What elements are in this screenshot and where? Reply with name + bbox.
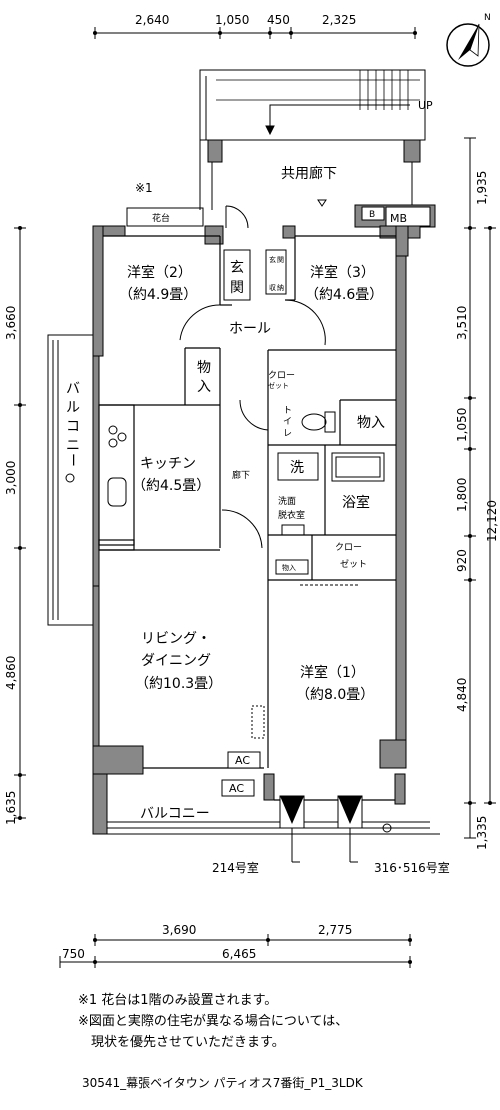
right-dim-7: 1,335	[475, 816, 489, 850]
common-corridor	[199, 69, 426, 210]
top-dim-3: 450	[267, 13, 290, 27]
exterior-walls	[92, 225, 421, 835]
right-dim-total: 12,120	[485, 500, 499, 542]
western-room-1-size: （約8.0畳）	[296, 687, 374, 703]
western-room-1-label: 洋室（1）	[300, 664, 365, 681]
entrance-label-a: 玄	[230, 259, 244, 276]
mb-label: MB	[390, 212, 407, 225]
washroom-label-b: 脱衣室	[278, 509, 305, 521]
kitchen-label: キッチン	[140, 456, 196, 472]
small-closet-label-a: クロー	[268, 370, 295, 381]
toilet-icon	[301, 411, 336, 433]
note-line-1: ※1 花台は1階のみ設置されます。	[78, 993, 278, 1008]
living-label-b: ダイニング	[141, 653, 211, 669]
bottom-dim-1: 3,690	[162, 923, 196, 937]
hall-label: ホール	[229, 321, 271, 337]
storage-1-label-a: 物	[197, 360, 211, 376]
left-dim-1: 3,660	[4, 306, 18, 340]
closet-label-a: クロー	[335, 542, 362, 553]
side-balcony-char-1: バ	[66, 381, 80, 397]
right-dimensions	[464, 137, 496, 839]
note-line-3: 現状を優先させていただきます。	[78, 1035, 285, 1050]
side-balcony-char-5: ー	[64, 453, 80, 467]
storage-1-label-b: 入	[197, 379, 211, 395]
side-balcony-char-4: ニ	[66, 438, 80, 454]
planter-label: 花台	[152, 212, 170, 224]
right-dim-6: 4,840	[455, 678, 469, 712]
left-dim-4: 1,635	[4, 791, 18, 825]
bottom-dimensions	[59, 934, 411, 968]
right-dim-4: 1,800	[455, 478, 469, 512]
bottom-balcony-label: バルコニー	[140, 806, 210, 822]
right-dim-2: 3,510	[455, 306, 469, 340]
unit-label-b: 316･516号室	[374, 860, 450, 875]
western-room-2-size: （約4.9畳）	[119, 287, 197, 303]
washroom-label-a: 洗面	[278, 495, 296, 507]
interior-walls	[98, 235, 396, 801]
left-dim-2: 3,000	[4, 461, 18, 495]
kitchen-size: （約4.5畳）	[132, 478, 210, 494]
western-room-3-size: （約4.6畳）	[305, 287, 383, 303]
bath-label: 浴室	[342, 494, 370, 511]
top-dim-2: 1,050	[215, 13, 249, 27]
top-dimensions	[94, 27, 416, 39]
sink-icon	[107, 477, 127, 507]
top-dim-4: 2,325	[322, 13, 356, 27]
shoe-storage-label-b: 関	[277, 256, 284, 264]
note-mark-1: ※1	[135, 181, 153, 195]
right-dim-1: 1,935	[475, 171, 489, 205]
shoe-storage-label-c: 収	[269, 284, 276, 292]
ac-label-1: AC	[235, 754, 250, 767]
toilet-label-a: ト	[283, 406, 292, 416]
shoe-storage-label-d: 納	[277, 283, 284, 292]
closet-label-b: ゼット	[340, 558, 367, 570]
storage-3-label: 物入	[282, 563, 296, 572]
top-dim-1: 2,640	[135, 13, 169, 27]
right-dim-3: 1,050	[455, 408, 469, 442]
small-closet-label-b: ゼット	[268, 381, 289, 390]
unit-marker-icons	[279, 795, 363, 863]
wash-label: 洗	[290, 460, 304, 476]
north-arrow-icon: N	[446, 13, 491, 67]
bottom-dim-3: 750	[62, 947, 85, 961]
left-dim-3: 4,860	[4, 656, 18, 690]
up-label: UP	[418, 99, 433, 112]
bottom-balcony	[107, 821, 440, 835]
north-label: N	[484, 13, 491, 23]
ac-label-2: AC	[229, 782, 244, 795]
western-room-3-label: 洋室（3）	[310, 264, 375, 281]
stove-icon	[108, 425, 127, 448]
toilet-label-b: イ	[283, 417, 292, 427]
side-balcony-char-3: コ	[66, 419, 80, 435]
mb-b-label: B	[369, 210, 375, 220]
hallway-label: 廊下	[232, 469, 250, 481]
note-line-2: ※図面と実際の住宅が異なる場合については、	[78, 1014, 349, 1029]
living-label-a: リビング・	[141, 631, 211, 647]
shoe-storage-label-a: 玄	[269, 255, 276, 264]
unit-label-a: 214号室	[212, 860, 259, 875]
bottom-dim-4: 6,465	[222, 947, 256, 961]
plan-caption: 30541_幕張ベイタウン パティオス7番街_P1_3LDK	[82, 1076, 363, 1090]
western-room-2-label: 洋室（2）	[127, 264, 192, 281]
notes: ※1 花台は1階のみ設置されます。 ※図面と実際の住宅が異なる場合については、 …	[78, 990, 498, 1053]
common-corridor-label: 共用廊下	[281, 165, 337, 182]
living-size: （約10.3畳）	[135, 676, 222, 692]
bottom-dim-2: 2,775	[318, 923, 352, 937]
toilet-label-c: レ	[283, 429, 292, 439]
side-balcony-char-2: ル	[66, 400, 80, 416]
side-balcony	[47, 334, 94, 626]
right-dim-5: 920	[455, 549, 469, 572]
entrance-label-b: 関	[230, 280, 244, 296]
storage-2-label: 物入	[357, 415, 385, 431]
